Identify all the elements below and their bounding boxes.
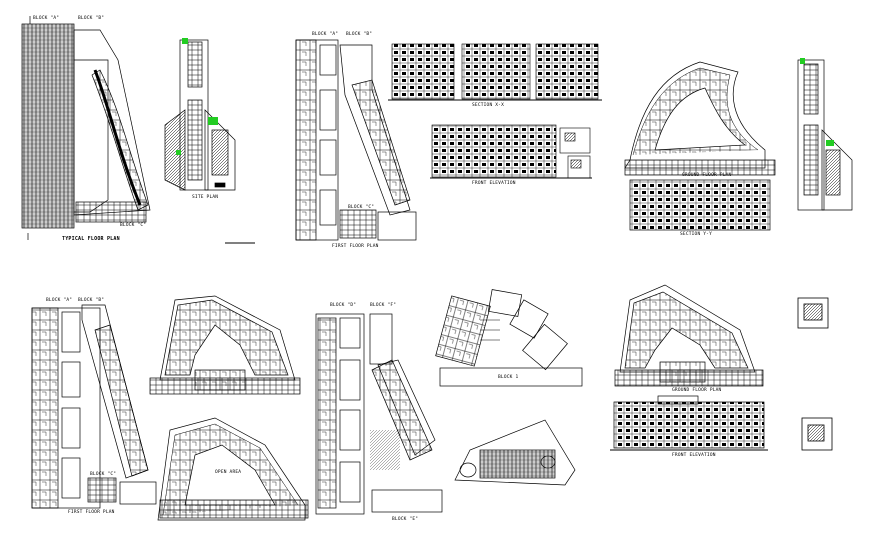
label-ground-floor-plan-1: GROUND FLOOR PLAN: [682, 173, 732, 178]
label-block-b-2: BLOCK "B": [346, 32, 373, 37]
label-section-yy: SECTION Y-Y: [680, 232, 713, 237]
detail-box-2: [801, 417, 833, 451]
label-block-d: BLOCK "D": [330, 303, 357, 308]
label-block-b-3: BLOCK "B": [78, 298, 105, 303]
label-ground-floor-plan-2: GROUND FLOOR PLAN: [672, 388, 722, 393]
label-block-f: BLOCK "F": [370, 303, 397, 308]
label-block-one: BLOCK 1: [498, 375, 519, 380]
block-plan-triangle-drawing: [149, 295, 301, 395]
label-front-elevation-2: FRONT ELEVATION: [672, 453, 716, 458]
site-ground-plan-drawing: [454, 419, 576, 486]
label-block-b-1: BLOCK "B": [78, 16, 105, 21]
label-first-floor-plan-2: FIRST FLOOR PLAN: [68, 510, 115, 515]
label-open-area: OPEN AREA: [215, 470, 242, 475]
block-e-plan-drawing: [315, 313, 443, 515]
label-block-e: BLOCK "E": [392, 517, 419, 522]
label-block-a-2: BLOCK "A": [312, 32, 339, 37]
typical-floor-plan-drawing: [21, 16, 255, 244]
open-area-plan-drawing: [157, 417, 309, 521]
label-first-floor-plan-1: FIRST FLOOR PLAN: [332, 244, 379, 249]
label-typical-floor-plan: TYPICAL FLOOR PLAN: [62, 236, 120, 242]
site-plan-drawing: [164, 38, 236, 191]
detail-box-1: [797, 297, 829, 329]
section-xx-drawing: [388, 43, 602, 101]
curved-site-plan-drawing: [624, 58, 853, 231]
label-front-elevation: FRONT ELEVATION: [472, 181, 516, 186]
label-section-xx: SECTION X-X: [472, 103, 505, 108]
label-block-c-3: BLOCK "C": [90, 472, 117, 477]
first-floor-plan-drawing: [295, 39, 417, 241]
first-floor-plan-2-drawing: [31, 304, 157, 509]
rotated-blocks-drawing: [435, 289, 583, 387]
label-block-c-2: BLOCK "C": [348, 205, 375, 210]
label-block-a-3: BLOCK "A": [46, 298, 73, 303]
label-block-c-1: BLOCK "C": [120, 223, 147, 228]
label-block-a-1: BLOCK "A": [33, 16, 60, 21]
front-elevation-drawing: [430, 124, 592, 179]
label-site-plan: SITE PLAN: [192, 195, 219, 200]
ground-floor-plan-drawing: [610, 284, 768, 451]
